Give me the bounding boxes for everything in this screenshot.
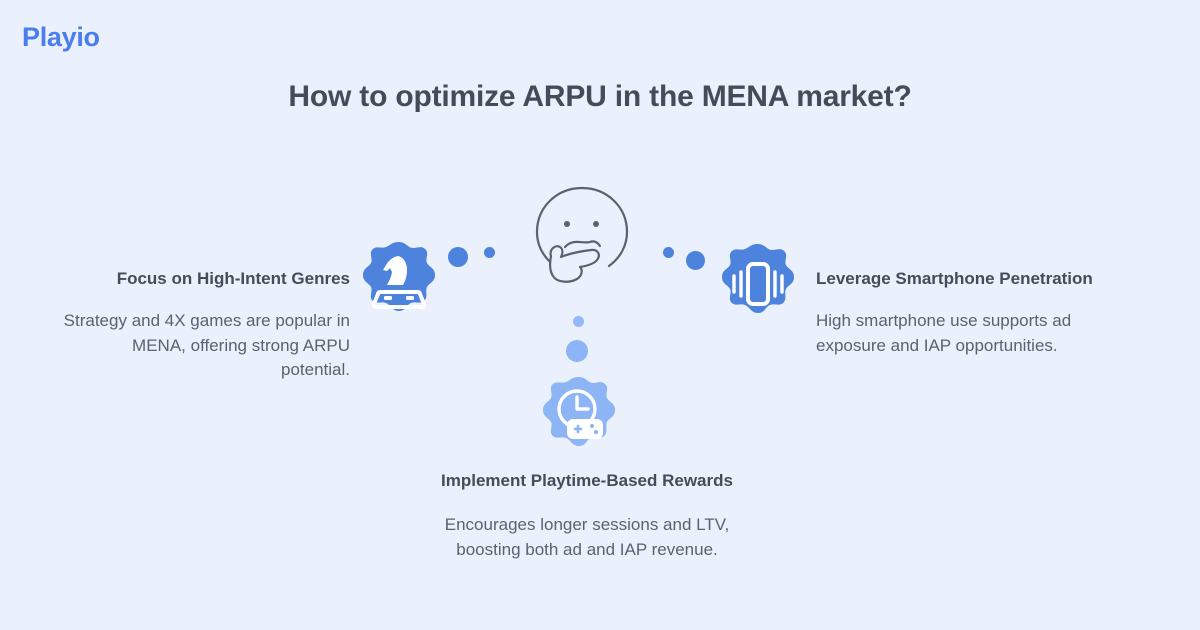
vibrating-smartphone-icon bbox=[716, 242, 800, 326]
connector-dot bbox=[573, 316, 584, 327]
item-heading: Leverage Smartphone Penetration bbox=[816, 269, 1093, 288]
connector-dot bbox=[484, 247, 495, 258]
chess-knight-board-icon bbox=[357, 240, 441, 324]
clock-gamepad-icon bbox=[537, 375, 621, 459]
page-title: How to optimize ARPU in the MENA market? bbox=[288, 80, 912, 113]
item-body: High smartphone use supports ad exposure… bbox=[816, 310, 1072, 355]
item-body: Strategy and 4X games are popular in MEN… bbox=[63, 310, 350, 380]
connector-dot bbox=[663, 247, 674, 258]
item-smartphone-penetration: Leverage Smartphone Penetration High sma… bbox=[816, 268, 1106, 358]
item-playtime-rewards: Implement Playtime-Based Rewards Encoura… bbox=[432, 470, 742, 562]
item-heading: Implement Playtime-Based Rewards bbox=[441, 471, 733, 490]
connector-dot bbox=[686, 251, 705, 270]
item-heading: Focus on High-Intent Genres bbox=[116, 269, 350, 288]
connector-dot bbox=[448, 247, 468, 267]
connector-dot bbox=[566, 340, 588, 362]
item-high-intent-genres: Focus on High-Intent Genres Strategy and… bbox=[60, 268, 350, 383]
brand-logo: Playio bbox=[22, 22, 100, 52]
item-body: Encourages longer sessions and LTV, boos… bbox=[444, 514, 730, 559]
thinking-face-icon bbox=[524, 182, 640, 290]
